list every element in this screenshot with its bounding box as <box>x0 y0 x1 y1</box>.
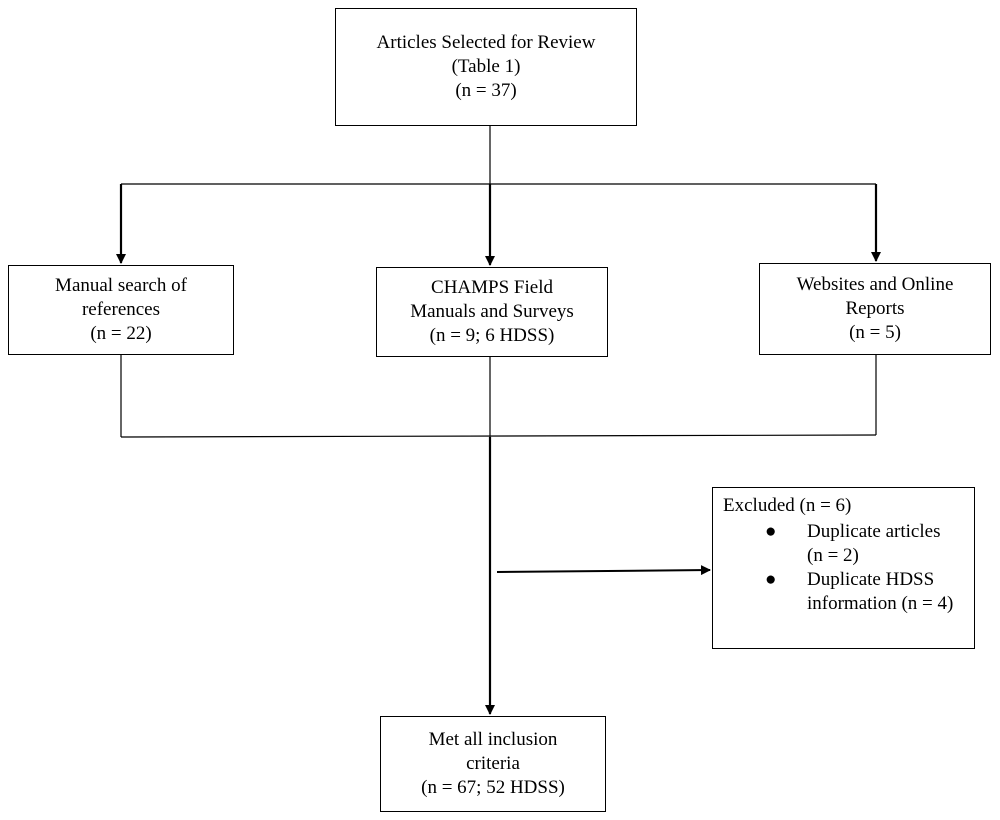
box-text-line: criteria <box>466 753 520 774</box>
excluded-box: Excluded (n = 6) ● Duplicate articles (n… <box>712 487 975 649</box>
box-text-line: (n = 9; 6 HDSS) <box>429 325 555 346</box>
websites-online-reports-box: Websites and Online Reports (n = 5) <box>759 263 991 355</box>
box-text-line: Articles Selected for Review <box>376 32 596 53</box>
connector-merge <box>120 434 877 438</box>
excluded-item-line: Duplicate HDSS <box>807 569 935 590</box>
box-text-line: (n = 5) <box>849 322 901 343</box>
box-text-line: Met all inclusion <box>428 729 558 750</box>
excluded-item-line: (n = 2) <box>807 545 859 566</box>
box-text-line: Manuals and Surveys <box>410 301 574 322</box>
excluded-title: Excluded (n = 6) <box>723 495 852 516</box>
arrow-to-excluded <box>496 565 711 576</box>
box-text-line: Manual search of <box>55 275 187 296</box>
excluded-item: ● Duplicate articles (n = 2) <box>723 520 964 568</box>
bullet-icon: ● <box>765 521 777 542</box>
box-text-line: (Table 1) <box>451 56 521 77</box>
excluded-item-line: Duplicate articles <box>807 521 941 542</box>
bullet-icon: ● <box>765 569 777 590</box>
box-text-line: Reports <box>845 298 905 319</box>
box-text-line: CHAMPS Field <box>431 277 553 298</box>
box-text-line: (n = 37) <box>455 80 517 101</box>
champs-field-manuals-box: CHAMPS Field Manuals and Surveys (n = 9;… <box>376 267 608 357</box>
box-text-line: (n = 67; 52 HDSS) <box>421 777 565 798</box>
manual-search-box: Manual search of references (n = 22) <box>8 265 234 355</box>
excluded-item-line: information (n = 4) <box>807 593 954 614</box>
box-text-line: (n = 22) <box>90 323 152 344</box>
met-inclusion-criteria-box: Met all inclusion criteria (n = 67; 52 H… <box>380 716 606 812</box>
box-text-line: references <box>81 299 161 320</box>
box-text-line: Websites and Online <box>796 274 954 295</box>
excluded-item: ● Duplicate HDSS information (n = 4) <box>723 568 964 616</box>
excluded-list: ● Duplicate articles (n = 2) ● Duplicate… <box>723 520 964 616</box>
articles-selected-box: Articles Selected for Review (Table 1) (… <box>335 8 637 126</box>
